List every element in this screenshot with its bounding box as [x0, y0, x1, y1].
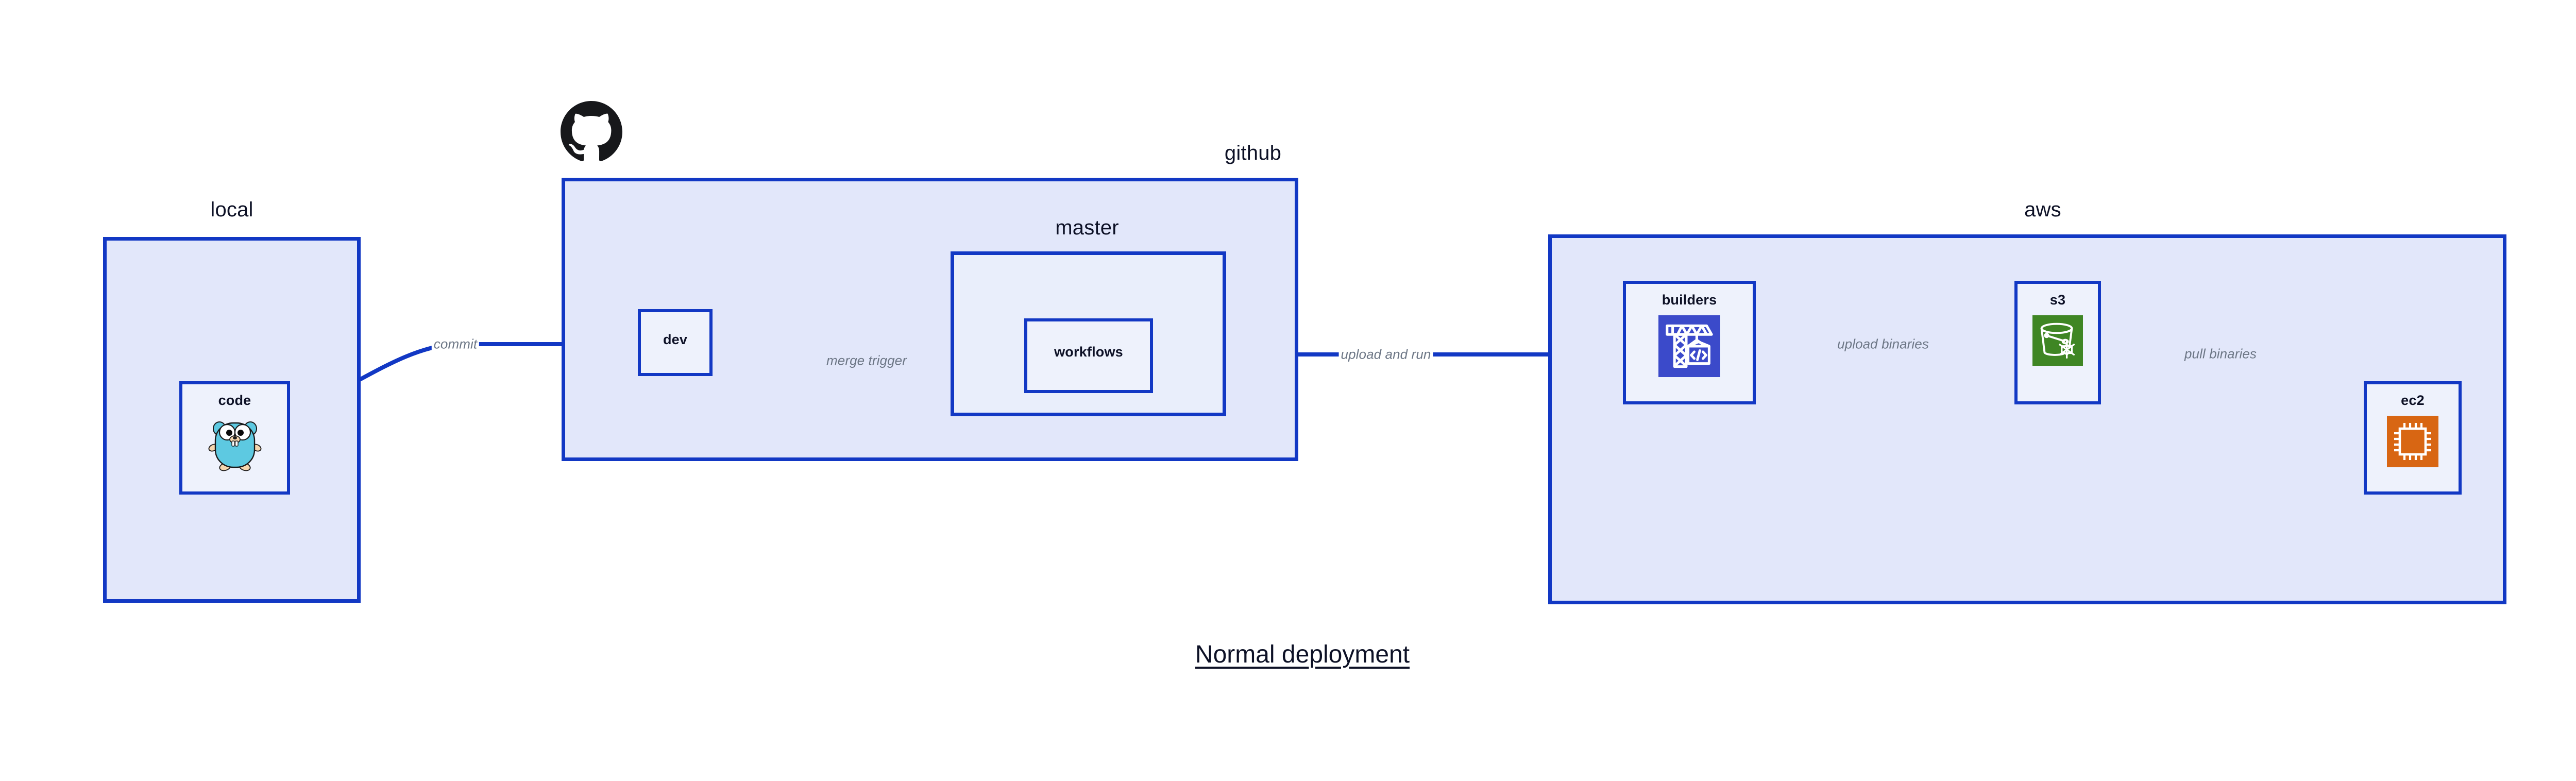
group-label-github: github: [1224, 142, 1282, 164]
edge-label-commit: commit: [431, 336, 480, 352]
github-octocat-icon: [561, 101, 622, 163]
node-builders-label: builders: [1662, 292, 1717, 308]
edge-label-merge-trigger: merge trigger: [824, 352, 909, 369]
node-dev-label: dev: [663, 332, 688, 347]
aws-builders-crane-icon: [1658, 315, 1720, 377]
edge-label-upload-binaries: upload binaries: [1835, 336, 1931, 352]
aws-ec2-chip-icon: [2387, 416, 2438, 467]
node-s3-label: s3: [2049, 292, 2066, 308]
node-s3[interactable]: s3: [2014, 281, 2101, 404]
node-dev[interactable]: dev: [638, 309, 713, 376]
node-code-label: code: [218, 393, 251, 408]
aws-s3-glacier-bucket-icon: [2032, 315, 2083, 366]
node-code[interactable]: code: [179, 381, 290, 495]
node-workflows-label: workflows: [1054, 344, 1123, 360]
diagram-title: Normal deployment: [1195, 641, 1410, 668]
group-label-master: master: [1055, 216, 1119, 239]
group-label-aws: aws: [2024, 198, 2061, 221]
node-builders[interactable]: builders: [1623, 281, 1756, 404]
group-label-local: local: [210, 198, 253, 221]
edge-label-pull-binaries: pull binaries: [2182, 346, 2259, 362]
group-local: [103, 237, 361, 603]
node-ec2-label: ec2: [2401, 393, 2425, 408]
edge-label-upload-and-run: upload and run: [1338, 346, 1433, 363]
go-gopher-icon: [207, 416, 263, 471]
node-workflows[interactable]: workflows: [1024, 318, 1153, 393]
node-ec2[interactable]: ec2: [2364, 381, 2462, 495]
